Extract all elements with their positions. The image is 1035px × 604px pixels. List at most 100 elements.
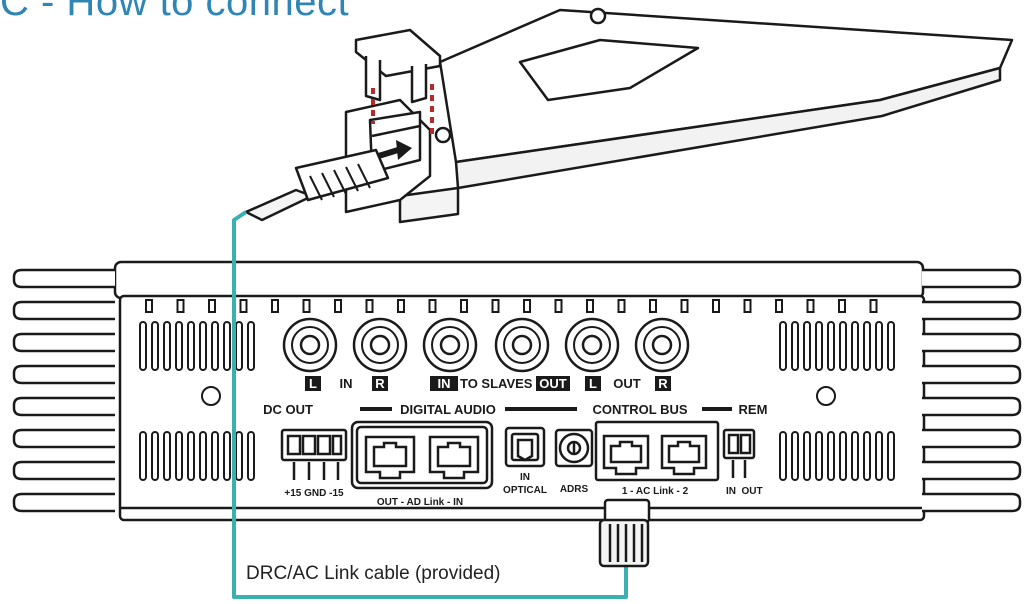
fin (922, 332, 1022, 353)
vent-tab (302, 299, 311, 313)
vent-tab (617, 299, 626, 313)
vent-slot (211, 321, 219, 371)
label-optical: OPTICAL (503, 485, 547, 496)
rca-jack (494, 317, 550, 373)
rca-labels: L IN R IN TO SLAVES OUT L OUT R (305, 376, 671, 391)
vent-slot (235, 431, 243, 481)
vent-slot (815, 431, 823, 481)
fin (922, 428, 1022, 449)
vent-slot (779, 431, 787, 481)
vent-tab (806, 299, 815, 313)
vent-slot (875, 321, 883, 371)
fin (12, 428, 115, 449)
vent-slot (887, 321, 895, 371)
section-headers: DC OUT DIGITAL AUDIO CONTROL BUS REM (263, 402, 767, 417)
label-rem-in: IN (726, 486, 736, 497)
vent-tab (176, 299, 185, 313)
rca-pin (511, 334, 533, 356)
vent-tab (523, 299, 531, 313)
cable-caption: DRC/AC Link cable (provided) (246, 563, 501, 584)
label-out-box: OUT (539, 376, 567, 391)
vent-slot (175, 431, 183, 481)
drc-ac-link-cable (232, 210, 628, 599)
label-r-in: R (375, 376, 385, 391)
vent-tab (239, 299, 248, 313)
vent-slot (199, 321, 207, 371)
vent-tab (365, 299, 374, 313)
vent-slot (851, 431, 859, 481)
vent-tab (775, 299, 783, 313)
label-r-out: R (658, 376, 668, 391)
vent-slot (139, 431, 147, 481)
ac-link-plug (598, 498, 651, 568)
rca-pin (651, 334, 673, 356)
fin (12, 332, 115, 353)
vent-slot (151, 431, 159, 481)
vent-slot (803, 321, 811, 371)
rca-jack (422, 317, 478, 373)
vent-tab (554, 299, 563, 313)
remote-control-unit (344, 7, 1014, 224)
alignment-guides (371, 84, 434, 138)
fin (12, 364, 115, 385)
mounting-holes (201, 386, 836, 406)
vent-tab (334, 299, 342, 313)
fin (922, 460, 1022, 481)
vent-slot (875, 431, 883, 481)
fin (12, 300, 115, 321)
vent-slot (163, 431, 171, 481)
vent-slot (827, 321, 835, 371)
label-rem-out: OUT (741, 486, 762, 497)
label-out: OUT (613, 376, 641, 391)
fin (12, 492, 115, 513)
vent-tab (680, 299, 689, 313)
vent-tab (491, 299, 500, 313)
vent-tab (649, 299, 657, 313)
fin (12, 268, 115, 289)
vent-tab (208, 299, 216, 313)
vent-slot (163, 321, 171, 371)
vent-tab (145, 299, 153, 313)
fin (12, 460, 115, 481)
heatsink-right (922, 268, 1022, 513)
fin (922, 492, 1022, 513)
label-l-out: L (589, 376, 597, 391)
label-in-box: IN (438, 376, 451, 391)
vent-slot (851, 321, 859, 371)
vent-tabs (145, 299, 878, 313)
vent-slot (187, 321, 195, 371)
vent-slot (827, 431, 835, 481)
vent-slot (223, 431, 231, 481)
rca-jack (352, 317, 408, 373)
label-in: IN (340, 376, 353, 391)
page-title: C - How to connect (0, 0, 350, 24)
vent-slots (139, 321, 895, 481)
label-rem: REM (739, 402, 768, 417)
label-dc-out: DC OUT (263, 402, 313, 417)
rca-pin (581, 334, 603, 356)
vent-tab (869, 299, 878, 313)
vent-slot (199, 431, 207, 481)
vent-slot (223, 321, 231, 371)
vent-slot (187, 431, 195, 481)
rca-pin (369, 334, 391, 356)
vent-slot (235, 321, 243, 371)
vent-slot (803, 431, 811, 481)
vent-slot (887, 431, 895, 481)
vent-slot (211, 431, 219, 481)
vent-slot (863, 321, 871, 371)
vent-slot (815, 321, 823, 371)
fin (922, 300, 1022, 321)
fin (922, 396, 1022, 417)
vent-slot (151, 321, 159, 371)
label-control-bus: CONTROL BUS (592, 402, 687, 417)
heatsink-left (12, 268, 115, 513)
label-adrs: ADRS (560, 484, 589, 495)
vent-tab (397, 299, 405, 313)
rca-jack (282, 317, 338, 373)
rca-jack (634, 317, 690, 373)
rca-pin (299, 334, 321, 356)
fin (12, 396, 115, 417)
